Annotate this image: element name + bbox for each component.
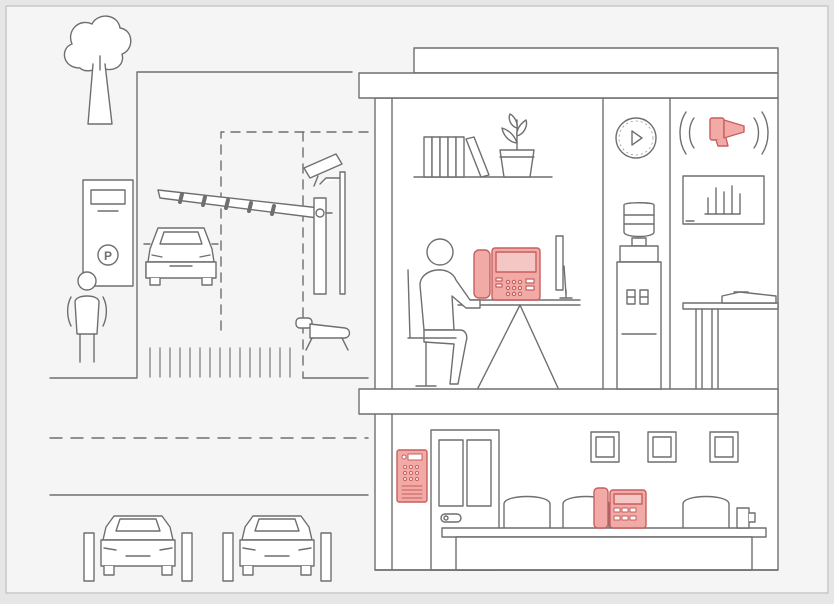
reception-counter	[441, 527, 767, 571]
plant-icon	[499, 113, 535, 178]
pedestrian-icon	[66, 271, 108, 363]
barrier-gate-icon	[157, 189, 333, 295]
tree-icon	[63, 15, 132, 125]
reception-phone-icon	[593, 487, 647, 529]
side-table	[682, 291, 779, 390]
person-seated-icon	[407, 238, 481, 387]
water-dispenser-icon	[616, 202, 662, 390]
bench-icon	[295, 317, 351, 351]
security-camera-icon	[303, 153, 346, 295]
office-desk-phone-icon	[473, 247, 541, 301]
parking-pay-station-icon: P	[82, 179, 134, 287]
intercom-door-station-icon	[396, 449, 428, 503]
parking-sign-letter: P	[104, 249, 112, 263]
car-icon	[143, 227, 219, 286]
parked-car-left	[83, 515, 193, 582]
crosswalk	[149, 347, 291, 378]
computer-monitor-icon	[555, 235, 573, 299]
whiteboard-chart-icon	[682, 175, 765, 225]
loudspeaker-icon	[679, 111, 769, 155]
cup-icon	[736, 507, 756, 529]
parked-car-right	[222, 515, 332, 582]
wall-clock-icon	[615, 117, 657, 159]
wall-frames	[590, 431, 739, 463]
parking-lot-lines	[49, 71, 369, 496]
